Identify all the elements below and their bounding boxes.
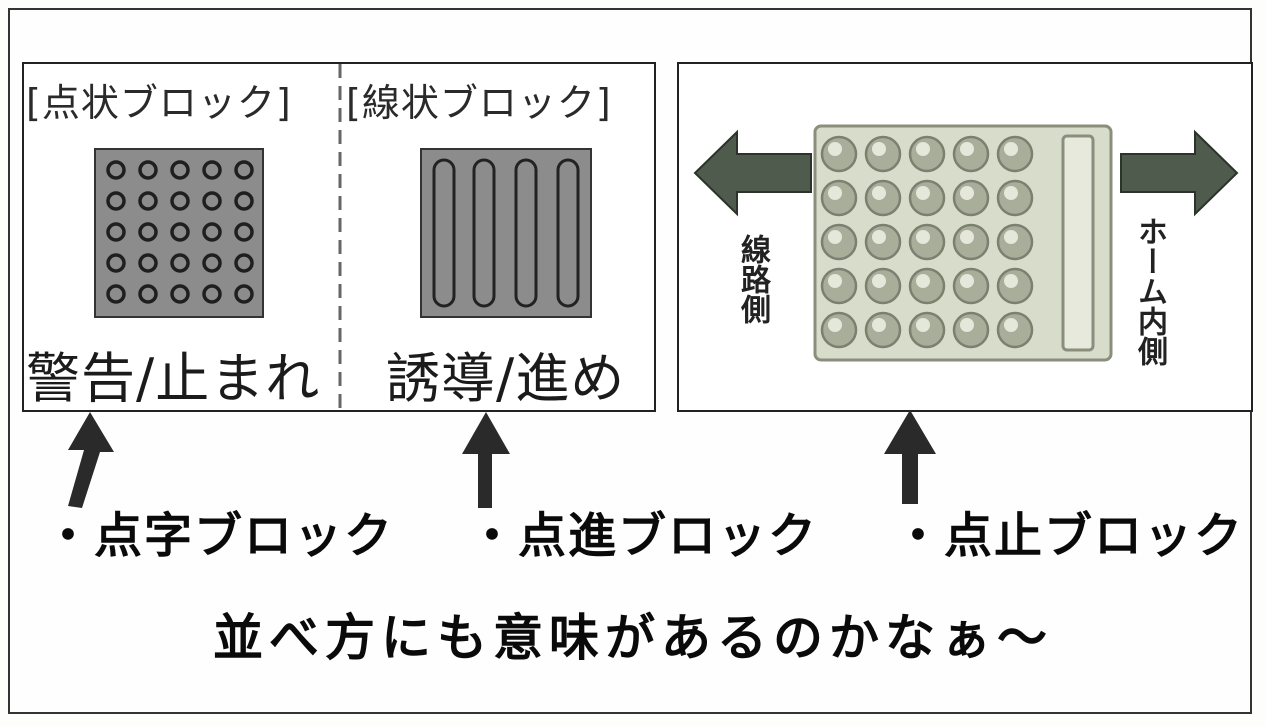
tactile-dot xyxy=(138,222,158,242)
platform-edge-tile xyxy=(813,124,1113,362)
stud-highlight xyxy=(828,230,842,244)
guide-bar xyxy=(472,158,496,308)
stud-highlight xyxy=(916,186,930,200)
stud-highlight xyxy=(916,274,930,288)
stud-highlight xyxy=(916,318,930,332)
line-block-heading: [線状ブロック] xyxy=(346,81,612,125)
tactile-dot xyxy=(234,222,254,242)
stud-highlight xyxy=(960,142,974,156)
track-side-label: 線路側 xyxy=(735,234,770,324)
tactile-dot xyxy=(202,253,222,273)
inner-edge-line xyxy=(1061,134,1095,352)
caption-guide-block: ・点進ブロック xyxy=(468,508,819,564)
stud-highlight xyxy=(872,230,886,244)
tactile-dot xyxy=(138,191,158,211)
tactile-dot xyxy=(106,284,126,304)
tactile-dot xyxy=(106,191,126,211)
dot-block-heading: [点状ブロック] xyxy=(26,81,292,125)
tactile-dot xyxy=(234,191,254,211)
caption-dot-block: ・点字ブロック xyxy=(44,508,395,564)
caption-stop-block: ・点止ブロック xyxy=(894,508,1245,564)
guide-bar xyxy=(556,158,580,308)
tactile-dot xyxy=(202,222,222,242)
stud-highlight xyxy=(828,318,842,332)
dot-block-meaning: 警告/止まれ xyxy=(26,347,321,410)
tactile-dot xyxy=(170,253,190,273)
line-block-meaning: 誘導/進め xyxy=(386,347,626,410)
stud-highlight xyxy=(872,142,886,156)
stud-highlight xyxy=(1004,274,1018,288)
stud-highlight xyxy=(1004,318,1018,332)
guide-bar xyxy=(514,158,538,308)
platform-side-label: ホーム内側 xyxy=(1132,216,1167,366)
tactile-dot xyxy=(138,253,158,273)
tactile-dot xyxy=(106,160,126,180)
tactile-dot xyxy=(234,253,254,273)
tactile-dot xyxy=(234,284,254,304)
stud-highlight xyxy=(828,142,842,156)
arrow-up-icon xyxy=(68,412,114,508)
arrow-up-icon xyxy=(884,410,936,504)
stud-highlight xyxy=(872,186,886,200)
arrow-up-icon xyxy=(462,412,510,508)
tactile-dot xyxy=(170,222,190,242)
tactile-dot xyxy=(202,191,222,211)
tactile-dot xyxy=(170,191,190,211)
stud-highlight xyxy=(828,186,842,200)
stud-highlight xyxy=(960,230,974,244)
stud-highlight xyxy=(872,318,886,332)
stud-highlight xyxy=(960,274,974,288)
platform-block-panel: 線路側 ホーム内側 xyxy=(677,62,1253,412)
block-types-panel: [点状ブロック] [線状ブロック] 警告/止まれ 誘導/進め xyxy=(22,62,656,412)
stud-highlight xyxy=(916,230,930,244)
tactile-dot xyxy=(170,160,190,180)
stud-highlight xyxy=(872,274,886,288)
tactile-dot xyxy=(202,284,222,304)
tactile-dot xyxy=(234,160,254,180)
stud-highlight xyxy=(1004,230,1018,244)
tactile-dot xyxy=(138,160,158,180)
tactile-dot xyxy=(106,222,126,242)
stud-highlight xyxy=(828,274,842,288)
tactile-dot xyxy=(138,284,158,304)
arrow-left-icon xyxy=(693,129,812,217)
line-block-tile xyxy=(420,148,592,318)
guide-bar xyxy=(432,158,456,308)
stud-highlight xyxy=(916,142,930,156)
panel-divider xyxy=(338,64,342,410)
stud-highlight xyxy=(960,318,974,332)
stud-highlight xyxy=(1004,186,1018,200)
stud-highlight xyxy=(960,186,974,200)
tactile-dot xyxy=(106,253,126,273)
tactile-dot xyxy=(170,284,190,304)
bottom-remark: 並べ方にも意味があるのかなぁ〜 xyxy=(213,609,1053,667)
stud-highlight xyxy=(1004,142,1018,156)
dot-block-tile xyxy=(94,148,264,318)
tactile-dot xyxy=(202,160,222,180)
arrow-right-icon xyxy=(1120,129,1239,217)
